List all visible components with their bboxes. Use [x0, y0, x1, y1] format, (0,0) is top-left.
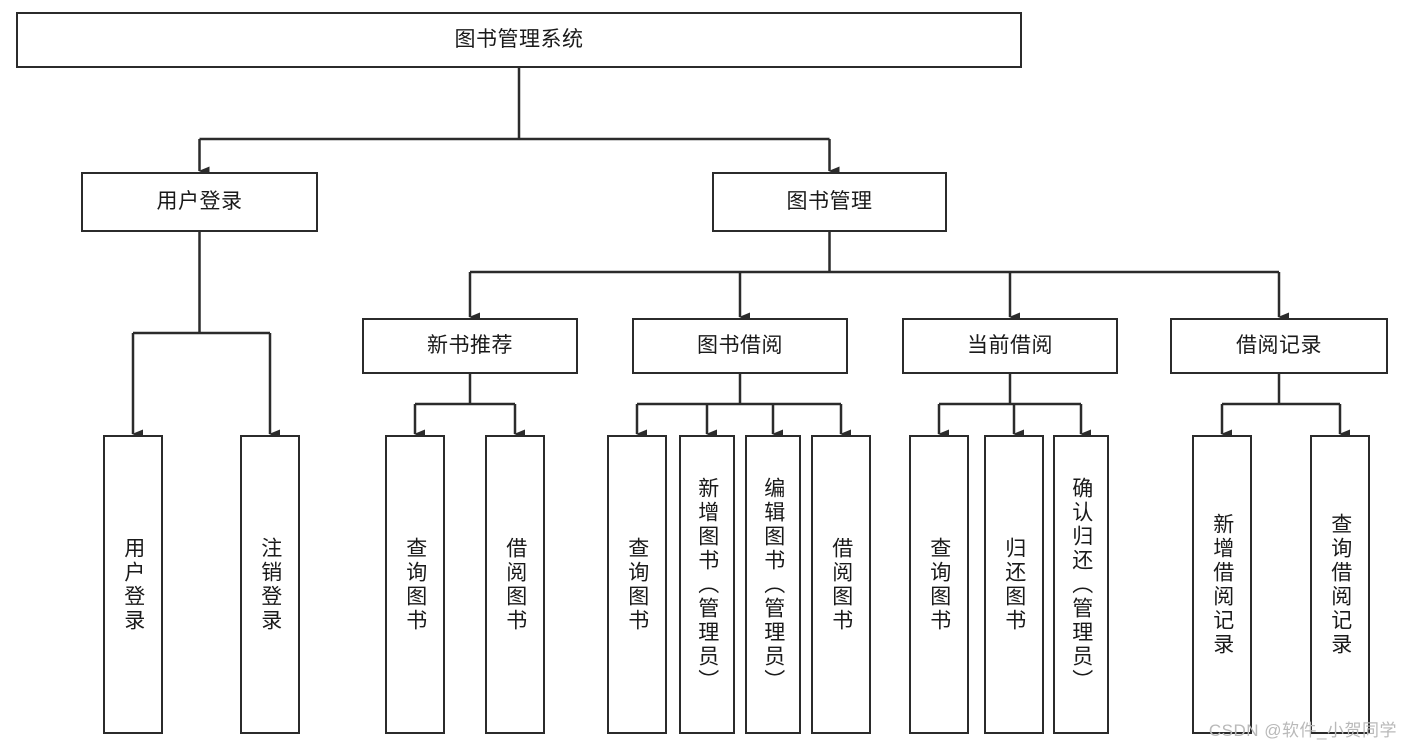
node-newbook[interactable]: 新书推荐 [362, 318, 578, 374]
node-label-leaf-confirm-return: 确认归还（管理员） [1069, 476, 1093, 693]
node-label-leaf-query-record: 查询借阅记录 [1328, 512, 1352, 657]
node-label-leaf-query-book-2: 查询图书 [625, 536, 649, 633]
edge-paths [131, 68, 1350, 439]
node-leaf-user-login[interactable]: 用户登录 [103, 435, 163, 734]
node-current[interactable]: 当前借阅 [902, 318, 1118, 374]
node-leaf-return-book[interactable]: 归还图书 [984, 435, 1044, 734]
node-leaf-user-logout[interactable]: 注销登录 [240, 435, 300, 734]
node-leaf-confirm-return[interactable]: 确认归还（管理员） [1053, 435, 1109, 734]
watermark-label: CSDN @软件_小贺同学 [1208, 721, 1397, 740]
node-label-leaf-add-book: 新增图书（管理员） [695, 476, 719, 693]
node-leaf-query-book-2[interactable]: 查询图书 [607, 435, 667, 734]
node-label-leaf-return-book: 归还图书 [1002, 536, 1026, 633]
node-leaf-add-record[interactable]: 新增借阅记录 [1192, 435, 1252, 734]
node-label-leaf-add-record: 新增借阅记录 [1210, 512, 1234, 657]
node-label-leaf-edit-book: 编辑图书（管理员） [761, 476, 785, 693]
node-login[interactable]: 用户登录 [81, 172, 318, 232]
node-leaf-borrow-book-2[interactable]: 借阅图书 [811, 435, 871, 734]
node-label-leaf-user-logout: 注销登录 [258, 536, 282, 633]
node-leaf-edit-book[interactable]: 编辑图书（管理员） [745, 435, 801, 734]
node-label-records: 借阅记录 [1236, 334, 1322, 358]
node-leaf-borrow-book-1[interactable]: 借阅图书 [485, 435, 545, 734]
node-label-leaf-borrow-book-1: 借阅图书 [503, 536, 527, 633]
node-label-root: 图书管理系统 [454, 28, 584, 52]
node-label-leaf-user-login: 用户登录 [121, 536, 145, 633]
node-records[interactable]: 借阅记录 [1170, 318, 1388, 374]
node-leaf-query-book-3[interactable]: 查询图书 [909, 435, 969, 734]
node-root[interactable]: 图书管理系统 [16, 12, 1022, 68]
node-label-current: 当前借阅 [967, 334, 1053, 358]
node-label-login: 用户登录 [156, 190, 243, 214]
node-label-leaf-borrow-book-2: 借阅图书 [829, 536, 853, 633]
node-leaf-add-book[interactable]: 新增图书（管理员） [679, 435, 735, 734]
node-label-borrow: 图书借阅 [697, 334, 783, 358]
node-label-leaf-query-book-3: 查询图书 [927, 536, 951, 633]
node-leaf-query-record[interactable]: 查询借阅记录 [1310, 435, 1370, 734]
node-bookmgmt[interactable]: 图书管理 [712, 172, 947, 232]
node-label-newbook: 新书推荐 [427, 334, 513, 358]
node-leaf-query-book-1[interactable]: 查询图书 [385, 435, 445, 734]
node-label-leaf-query-book-1: 查询图书 [403, 536, 427, 633]
node-borrow[interactable]: 图书借阅 [632, 318, 848, 374]
node-label-bookmgmt: 图书管理 [786, 190, 873, 214]
